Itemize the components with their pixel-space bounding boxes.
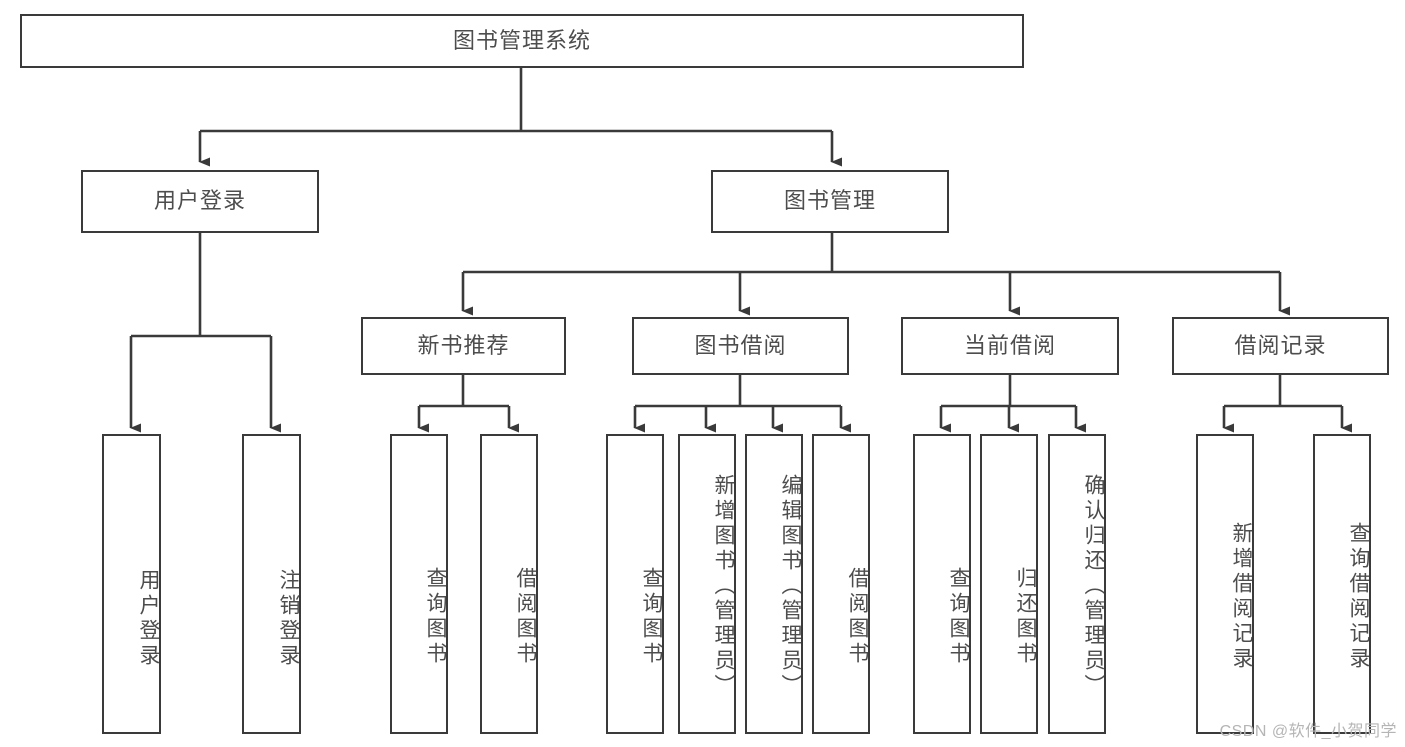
node-new-book-recommend-label: 新书推荐 xyxy=(417,332,510,358)
node-book-borrow[interactable]: 图书借阅 xyxy=(632,317,849,375)
node-leaf-query-record-label: 查询借阅记录 xyxy=(1347,522,1370,672)
node-leaf-borrow-book-1-label: 借阅图书 xyxy=(514,567,537,667)
node-leaf-logout-label: 注销登录 xyxy=(277,569,300,669)
node-leaf-add-record-label: 新增借阅记录 xyxy=(1230,522,1253,672)
node-root[interactable]: 图书管理系统 xyxy=(20,14,1024,68)
node-borrow-record-label: 借阅记录 xyxy=(1234,332,1327,358)
node-leaf-confirm-return-label: 确认归还（管理员） xyxy=(1082,473,1105,699)
watermark: CSDN @软件_小贺同学 xyxy=(1219,723,1397,740)
node-current-borrow[interactable]: 当前借阅 xyxy=(901,317,1119,375)
node-leaf-add-book[interactable]: 新增图书（管理员） xyxy=(678,434,736,734)
node-leaf-user-login[interactable]: 用户登录 xyxy=(102,434,161,734)
node-leaf-query-book-2[interactable]: 查询图书 xyxy=(606,434,664,734)
node-leaf-user-login-label: 用户登录 xyxy=(137,569,160,669)
node-leaf-query-book-3[interactable]: 查询图书 xyxy=(913,434,971,734)
node-user-login-label: 用户登录 xyxy=(153,188,246,214)
node-book-manage-label: 图书管理 xyxy=(783,188,876,214)
node-borrow-record[interactable]: 借阅记录 xyxy=(1172,317,1389,375)
node-leaf-query-book-2-label: 查询图书 xyxy=(640,567,663,667)
node-leaf-add-book-label: 新增图书（管理员） xyxy=(712,473,735,699)
node-leaf-logout[interactable]: 注销登录 xyxy=(242,434,301,734)
node-current-borrow-label: 当前借阅 xyxy=(963,332,1056,358)
node-leaf-query-record[interactable]: 查询借阅记录 xyxy=(1313,434,1371,734)
node-new-book-recommend[interactable]: 新书推荐 xyxy=(361,317,566,375)
node-leaf-borrow-book-2-label: 借阅图书 xyxy=(846,567,869,667)
node-leaf-return-book[interactable]: 归还图书 xyxy=(980,434,1038,734)
node-user-login[interactable]: 用户登录 xyxy=(81,170,319,233)
node-leaf-return-book-label: 归还图书 xyxy=(1014,567,1037,667)
node-leaf-query-book-1[interactable]: 查询图书 xyxy=(390,434,448,734)
node-leaf-edit-book[interactable]: 编辑图书（管理员） xyxy=(745,434,803,734)
node-leaf-add-record[interactable]: 新增借阅记录 xyxy=(1196,434,1254,734)
node-leaf-query-book-3-label: 查询图书 xyxy=(947,567,970,667)
node-book-borrow-label: 图书借阅 xyxy=(694,332,787,358)
node-leaf-borrow-book-2[interactable]: 借阅图书 xyxy=(812,434,870,734)
node-leaf-edit-book-label: 编辑图书（管理员） xyxy=(779,473,802,699)
node-leaf-borrow-book-1[interactable]: 借阅图书 xyxy=(480,434,538,734)
node-book-manage[interactable]: 图书管理 xyxy=(711,170,949,233)
node-root-label: 图书管理系统 xyxy=(452,27,591,53)
node-leaf-query-book-1-label: 查询图书 xyxy=(424,567,447,667)
node-leaf-confirm-return[interactable]: 确认归还（管理员） xyxy=(1048,434,1106,734)
